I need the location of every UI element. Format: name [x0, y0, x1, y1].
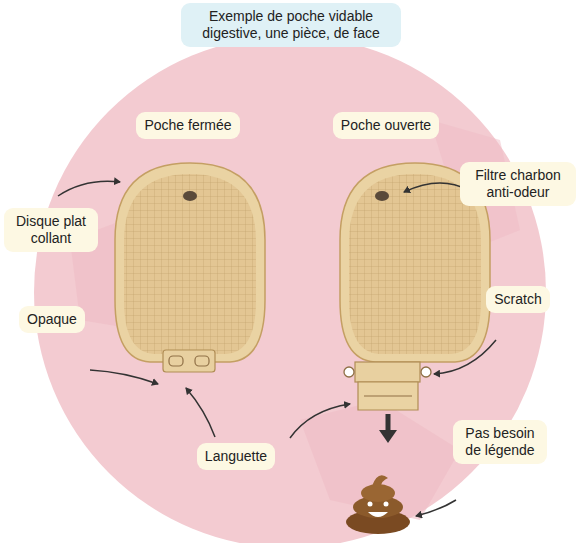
label-text: Disque plat collant — [12, 213, 90, 247]
label-box: Pas besoin de légende — [453, 420, 547, 464]
label-text: Poche fermée — [144, 117, 231, 134]
background-shape — [300, 400, 460, 520]
title: Exemple de poche vidable digestive, une … — [191, 8, 391, 42]
label-box: Languette — [197, 443, 275, 470]
leader-lines — [58, 181, 496, 516]
label-box: Disque plat collant — [4, 208, 98, 252]
label-text: Languette — [205, 448, 267, 465]
label-box: Filtre charbon anti-odeur — [460, 162, 576, 206]
closed-pouch — [115, 163, 265, 372]
label-text: Opaque — [27, 311, 77, 328]
label-box: Poche fermée — [136, 112, 239, 139]
poop-icon — [346, 475, 410, 534]
label-box: Poche ouverte — [333, 112, 439, 139]
title-box: Exemple de poche vidable digestive, une … — [181, 3, 401, 47]
background-disc — [34, 36, 546, 543]
label-text: Scratch — [494, 291, 541, 308]
label-box: Scratch — [486, 286, 549, 313]
label-text: Poche ouverte — [341, 117, 431, 134]
label-text: Filtre charbon anti-odeur — [468, 167, 568, 201]
label-box: Opaque — [19, 306, 85, 333]
flow-arrow — [379, 430, 397, 443]
label-text: Pas besoin de légende — [461, 425, 539, 459]
